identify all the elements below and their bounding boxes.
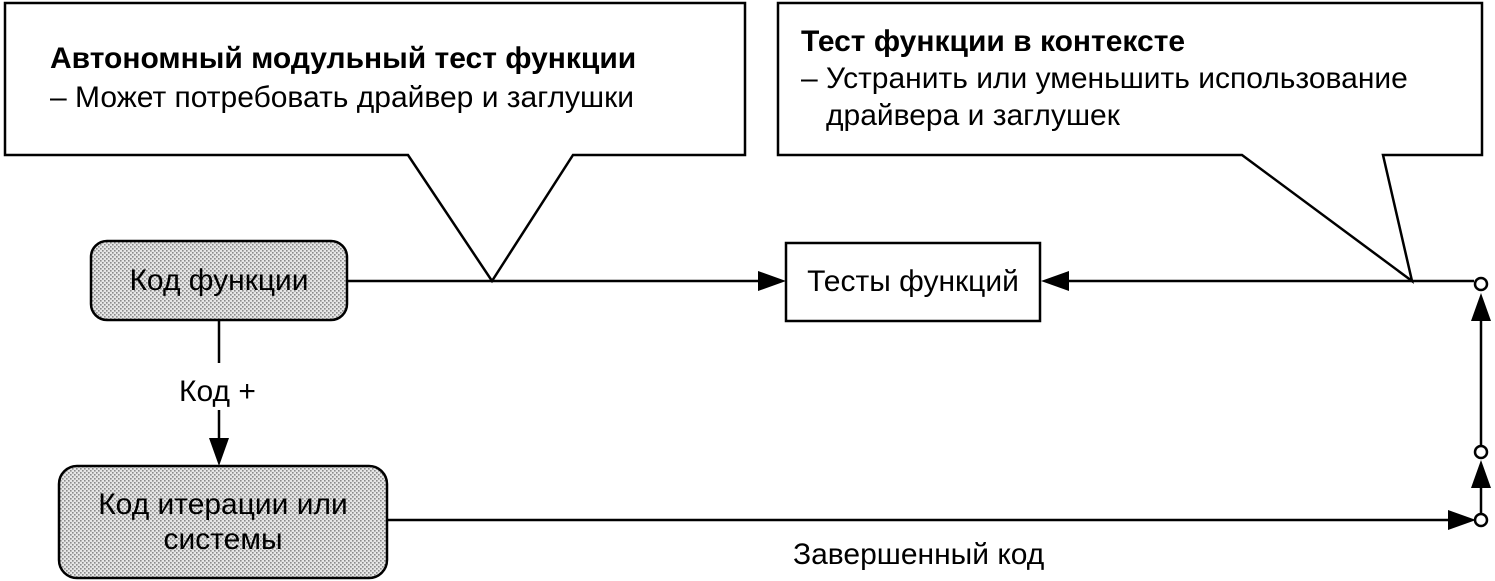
loop-node-top: [1473, 276, 1489, 292]
unit-test-callout-title: Автономный модульный тест функции: [50, 42, 637, 75]
arrowhead-into-tests-left: [758, 271, 786, 291]
completed-code-label: Завершенный код: [793, 538, 1045, 571]
loop-node-bottom: [1473, 512, 1489, 528]
context-test-callout-note-line1: – Устранить или уменьшить использование: [801, 62, 1408, 95]
function-code-label: Код функции: [91, 241, 347, 320]
function-code-text: Код функции: [129, 263, 309, 297]
arrowhead-into-iteration: [209, 438, 229, 466]
unit-test-callout-note: – Может потребовать драйвер и заглушки: [50, 81, 634, 114]
function-tests-node: [784, 241, 1042, 323]
iteration-code-text-line2: системы: [163, 523, 283, 556]
unit-test-callout-box: [3, 1, 747, 284]
context-test-callout-note-line2: драйвера и заглушек: [826, 99, 1120, 132]
function-tests-text: Тесты функций: [807, 265, 1019, 299]
loop-arrowhead-lower: [1471, 460, 1491, 488]
iteration-code-node: [57, 464, 389, 580]
iteration-code-text-line1: Код итерации или: [98, 487, 348, 521]
loop-arrowhead-upper: [1471, 293, 1491, 321]
loop-node-middle: [1473, 444, 1489, 460]
function-tests-label: Тесты функций: [786, 243, 1040, 321]
arrowhead-into-completed: [1448, 510, 1476, 530]
code-plus-label: Код +: [179, 375, 256, 408]
arrowhead-into-tests-right: [1041, 271, 1069, 291]
iteration-code-label: Код итерации или системы: [59, 466, 387, 578]
context-test-callout-title: Тест функции в контексте: [801, 25, 1186, 58]
context-test-callout-box: [776, 1, 1484, 285]
